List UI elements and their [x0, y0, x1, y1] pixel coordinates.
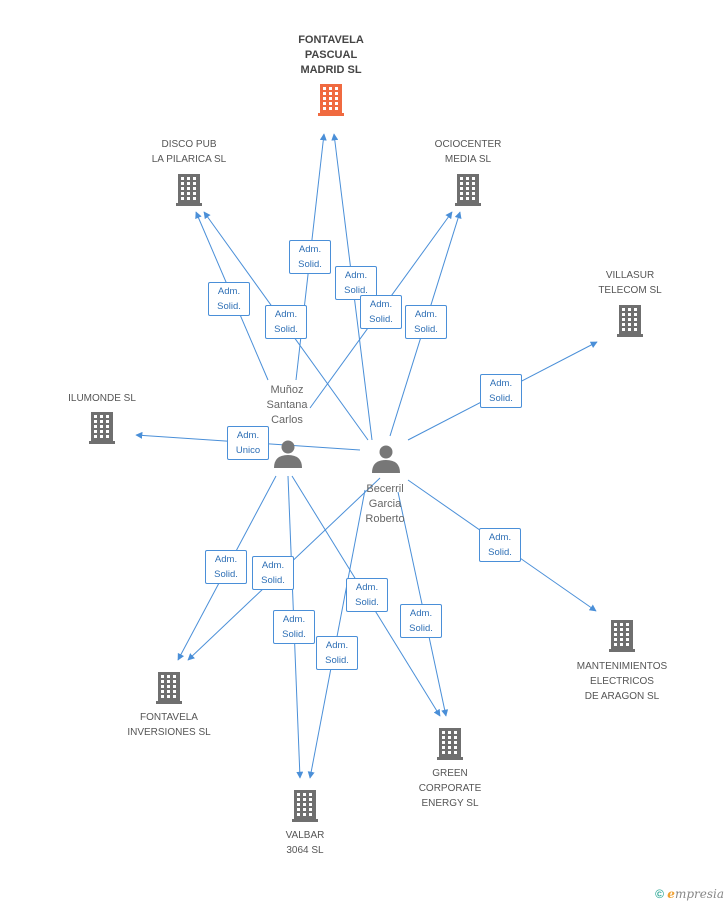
copyright-icon: © — [655, 887, 664, 901]
company-label-disco_pub[interactable]: DISCO PUB LA PILARICA SL — [151, 139, 227, 165]
edge-label-becerril-mantenimientos[interactable]: Adm. Solid. — [479, 528, 521, 562]
edge-label-becerril-disco_pub[interactable]: Adm. Solid. — [265, 305, 307, 339]
edge-label-munoz-fontavela_pascual[interactable]: Adm. Solid. — [289, 240, 331, 274]
company-label-ociocenter[interactable]: OCIOCENTER MEDIA SL — [434, 139, 502, 165]
person-icon-becerril[interactable] — [372, 445, 400, 474]
company-label-mantenimientos[interactable]: MANTENIMIENTOS ELECTRICOS DE ARAGON SL — [576, 661, 668, 702]
company-icon-mantenimientos[interactable] — [609, 620, 635, 652]
edge-label-munoz-valbar[interactable]: Adm. Solid. — [273, 610, 315, 644]
empresia-watermark[interactable]: © empresia — [655, 887, 724, 901]
edge-label-munoz-disco_pub[interactable]: Adm. Solid. — [208, 282, 250, 316]
edge-label-munoz-ociocenter[interactable]: Adm. Solid. — [360, 295, 402, 329]
person-label-becerril[interactable]: Becerril Garcia Roberto — [365, 483, 405, 525]
company-icon-ilumonde[interactable] — [89, 412, 115, 444]
company-label-fontavela_inv[interactable]: FONTAVELA INVERSIONES SL — [127, 712, 211, 738]
edge-becerril-valbar — [307, 489, 366, 779]
company-label-green[interactable]: GREEN CORPORATE ENERGY SL — [418, 768, 482, 809]
edge-label-munoz-fontavela_inv[interactable]: Adm. Solid. — [205, 550, 247, 584]
company-icon-fontavela_pascual[interactable] — [318, 84, 344, 116]
company-icon-fontavela_inv[interactable] — [156, 672, 182, 704]
edge-label-becerril-green[interactable]: Adm. Solid. — [400, 604, 442, 638]
edge-label-munoz-green[interactable]: Adm. Solid. — [346, 578, 388, 612]
edge-label-becerril-ociocenter[interactable]: Adm. Solid. — [405, 305, 447, 339]
company-icon-villasur[interactable] — [617, 305, 643, 337]
company-icon-green[interactable] — [437, 728, 463, 760]
brand-logo: empresia — [667, 887, 724, 901]
company-label-villasur[interactable]: VILLASUR TELECOM SL — [598, 270, 662, 296]
edge-label-becerril-fontavela_inv[interactable]: Adm. Solid. — [252, 556, 294, 590]
company-icon-disco_pub[interactable] — [176, 174, 202, 206]
person-icon-munoz[interactable] — [274, 440, 302, 469]
edge-label-becerril-fontavela_pascual[interactable]: Adm. Solid. — [335, 266, 377, 300]
edge-label-becerril-valbar[interactable]: Adm. Solid. — [316, 636, 358, 670]
edge-label-becerril-ilumonde[interactable]: Adm. Unico — [227, 426, 269, 460]
company-label-ilumonde[interactable]: ILUMONDE SL — [68, 393, 136, 404]
company-icon-ociocenter[interactable] — [455, 174, 481, 206]
person-label-munoz[interactable]: Muñoz Santana Carlos — [266, 384, 308, 426]
company-label-fontavela_pascual[interactable]: FONTAVELA PASCUAL MADRID SL — [298, 34, 364, 76]
company-label-valbar[interactable]: VALBAR 3064 SL — [285, 830, 325, 856]
edge-label-becerril-villasur[interactable]: Adm. Solid. — [480, 374, 522, 408]
company-icon-valbar[interactable] — [292, 790, 318, 822]
